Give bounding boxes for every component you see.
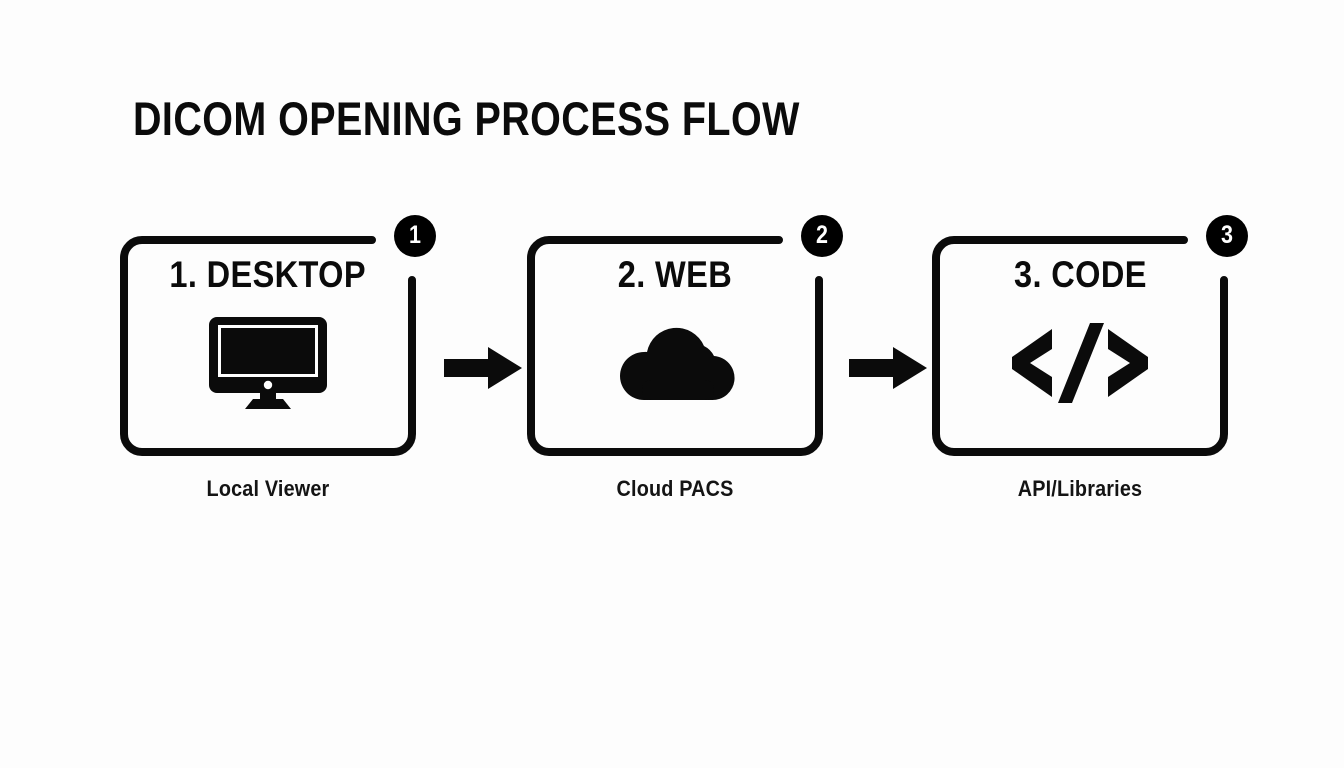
code-brackets-icon bbox=[1008, 315, 1152, 411]
card-content: 2. WEB bbox=[527, 236, 823, 456]
card-content: 1. DESKTOP bbox=[120, 236, 416, 456]
card-content: 3. CODE bbox=[932, 236, 1228, 456]
step-badge-number: 3 bbox=[1221, 220, 1233, 249]
step-card[interactable]: 1 1. DESKTOP bbox=[120, 215, 436, 456]
arrow-right-icon bbox=[849, 345, 927, 391]
step-card[interactable]: 2 2. WEB bbox=[527, 215, 843, 456]
step-caption: Cloud PACS bbox=[616, 476, 734, 501]
desktop-monitor-icon bbox=[207, 315, 329, 411]
step-title: 3. CODE bbox=[1013, 254, 1147, 295]
step-title: 2. WEB bbox=[617, 254, 733, 295]
step-caption: API/Libraries bbox=[1017, 476, 1143, 501]
flow-step-desktop[interactable]: 1 1. DESKTOP bbox=[120, 215, 436, 502]
step-title: 1. DESKTOP bbox=[169, 254, 367, 295]
step-badge-number: 1 bbox=[409, 220, 421, 249]
flow-step-web[interactable]: 2 2. WEB Cloud PACS bbox=[527, 215, 843, 502]
step-badge: 2 bbox=[801, 215, 843, 257]
step-badge: 1 bbox=[394, 215, 436, 257]
step-caption: Local Viewer bbox=[206, 476, 330, 501]
step-badge: 3 bbox=[1206, 215, 1248, 257]
page-title: DICOM OPENING PROCESS FLOW bbox=[133, 92, 800, 145]
step-card[interactable]: 3 3. CODE bbox=[932, 215, 1248, 456]
arrow-right-icon bbox=[444, 345, 522, 391]
step-badge-number: 2 bbox=[816, 220, 828, 249]
flow-step-code[interactable]: 3 3. CODE API/Libraries bbox=[932, 215, 1248, 502]
cloud-icon bbox=[614, 315, 736, 411]
